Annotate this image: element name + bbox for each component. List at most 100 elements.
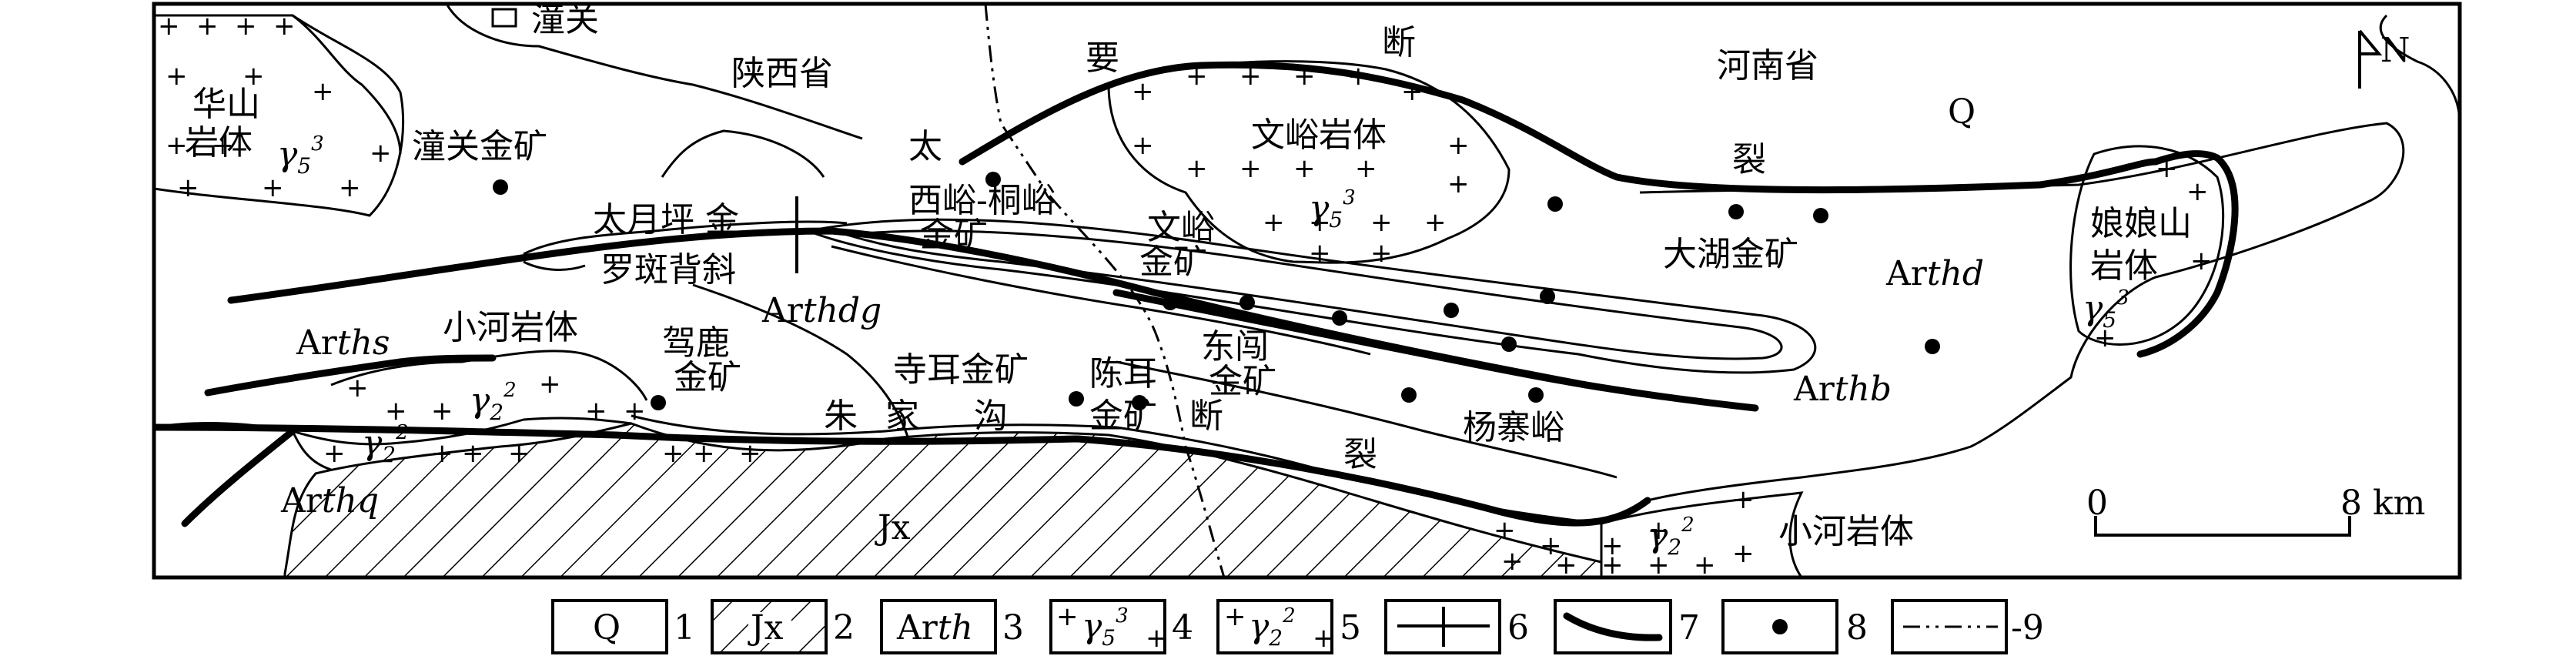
- legend-num-5: 5: [1340, 608, 1361, 648]
- svg-text:+: +: [1447, 130, 1470, 161]
- boundary-central-upper: [523, 220, 848, 256]
- legend: Q 1 Jx 2 Arth 3 ++ γ53 4 ++ γ22 5 6 7 8: [551, 599, 2044, 654]
- boundary-central-lower: [523, 260, 586, 271]
- deposit-wenyu-2: [1239, 295, 1255, 310]
- deposit-yangzhaiyu: [1528, 387, 1544, 403]
- boundary-shaanxi-area: [661, 129, 825, 178]
- wenyu-pluton: [1107, 60, 1510, 264]
- anticline-core-outer: [804, 218, 1817, 374]
- legend-num-7: 7: [1678, 608, 1700, 648]
- svg-text:+: +: [212, 130, 234, 161]
- svg-text:+: +: [196, 11, 219, 42]
- label-chener: 陈耳: [1089, 354, 1157, 393]
- label-g22-sw: γ22: [362, 421, 409, 467]
- label-lie2: 裂: [1343, 435, 1377, 474]
- label-jialu-gold: 金矿: [674, 358, 741, 397]
- boundary-henan-east: [1639, 122, 2405, 502]
- svg-text:+: +: [158, 11, 180, 42]
- label-g22-east: γ22: [1648, 514, 1694, 560]
- svg-text:+: +: [1732, 484, 1755, 515]
- deposit-wenyu-5: [1540, 289, 1555, 304]
- scale-bar: [2094, 516, 2351, 537]
- label-tai: 太: [908, 127, 942, 166]
- svg-text:+: +: [1056, 601, 1079, 632]
- province-boundary: [984, 4, 1226, 577]
- boundary-huashan: [154, 14, 405, 217]
- svg-text:+: +: [1540, 530, 1562, 561]
- fault-zhujiagou: [154, 423, 1651, 527]
- label-xiaohe-body-1: 小河岩体: [443, 308, 578, 347]
- svg-text:+: +: [1601, 530, 1624, 561]
- svg-text:+: +: [385, 396, 407, 427]
- svg-text:+: +: [1224, 601, 1246, 632]
- svg-text:+: +: [2156, 153, 2178, 184]
- svg-text:+: +: [1263, 207, 1285, 238]
- svg-text:+: +: [2094, 323, 2116, 353]
- svg-text:+: +: [1146, 623, 1168, 654]
- svg-text:+: +: [1424, 207, 1447, 238]
- legend-num-3: 3: [1002, 608, 1024, 648]
- svg-text:+: +: [262, 172, 284, 203]
- svg-text:+: +: [243, 61, 265, 92]
- label-g22-west: γ22: [470, 379, 517, 425]
- svg-text:+: +: [1401, 76, 1423, 107]
- svg-text:+: +: [1732, 538, 1755, 569]
- svg-text:+: +: [1186, 61, 1208, 92]
- label-henan: 河南省: [1717, 46, 1818, 85]
- label-zhu: 朱: [824, 397, 858, 436]
- label-arthq: Arthq: [280, 481, 379, 520]
- label-chener-gold: 金矿: [1089, 397, 1157, 436]
- svg-text:+: +: [312, 76, 334, 107]
- svg-text:+: +: [2190, 246, 2213, 276]
- legend-num-9: -9: [2011, 608, 2044, 648]
- svg-text:+: +: [539, 369, 561, 400]
- legend-symbol-1: Q: [593, 608, 621, 648]
- label-xiyu-gold: 金矿: [920, 216, 988, 255]
- svg-text:+: +: [166, 130, 188, 161]
- legend-box-7: [1554, 599, 1672, 654]
- label-huashan: 华山: [192, 85, 260, 124]
- svg-text:+: +: [1370, 207, 1393, 238]
- svg-text:+: +: [1132, 76, 1154, 107]
- legend-num-2: 2: [833, 608, 855, 648]
- deposit-wenyu-6: [1501, 336, 1517, 352]
- legend-symbol-4: γ53: [1082, 604, 1129, 651]
- label-jx: Jx: [875, 508, 911, 547]
- map-labels: 潼关 陕西省 河南省 华山 岩体 γ53 潼关金矿 文峪岩体 γ53 太 要 断…: [185, 0, 2192, 560]
- label-taiyueping: 太月坪 金: [593, 200, 739, 239]
- label-tongguan: 潼关: [531, 0, 599, 39]
- svg-text:+: +: [1501, 546, 1524, 577]
- label-arthd: Arthd: [1885, 254, 1984, 293]
- scale-start: 0: [2086, 484, 2108, 523]
- svg-text:+: +: [1313, 623, 1335, 654]
- legend-num-6: 6: [1507, 608, 1529, 648]
- svg-text:+: +: [273, 11, 296, 42]
- svg-text:+: +: [323, 438, 346, 469]
- label-shaanxi: 陕西省: [731, 54, 833, 93]
- label-duan1: 断: [1382, 23, 1416, 62]
- svg-text:+: +: [1494, 515, 1516, 546]
- tongguan-square: [491, 8, 517, 28]
- label-tongguan-gold: 潼关金矿: [412, 127, 547, 166]
- label-xiaohe-body-2: 小河岩体: [1778, 512, 1914, 551]
- svg-text:+: +: [662, 438, 684, 469]
- label-jialu: 驾鹿: [662, 323, 730, 363]
- label-gou: 沟: [974, 397, 1008, 436]
- svg-text:+: +: [693, 438, 715, 469]
- boundary-tongguan-top: [445, 4, 863, 140]
- north-arrow: [2358, 29, 2383, 89]
- svg-text:+: +: [339, 172, 361, 203]
- label-lie1: 裂: [1732, 140, 1766, 179]
- svg-text:+: +: [1555, 550, 1577, 581]
- svg-text:+: +: [1694, 550, 1716, 581]
- svg-text:+: +: [739, 438, 761, 469]
- label-g53-niangniang: γ53: [2083, 286, 2129, 333]
- label-yangzhaiyu: 杨寨峪: [1463, 408, 1564, 447]
- boundary-southern-belt-2: [1116, 360, 1618, 479]
- svg-text:+: +: [1648, 515, 1670, 546]
- legend-symbol-5: γ22: [1249, 604, 1296, 651]
- legend-box-4: [1049, 599, 1166, 654]
- deposit-xiyu: [985, 172, 1001, 187]
- svg-text:+: +: [177, 172, 199, 203]
- boundary-xiaohe-east: [1601, 491, 1804, 577]
